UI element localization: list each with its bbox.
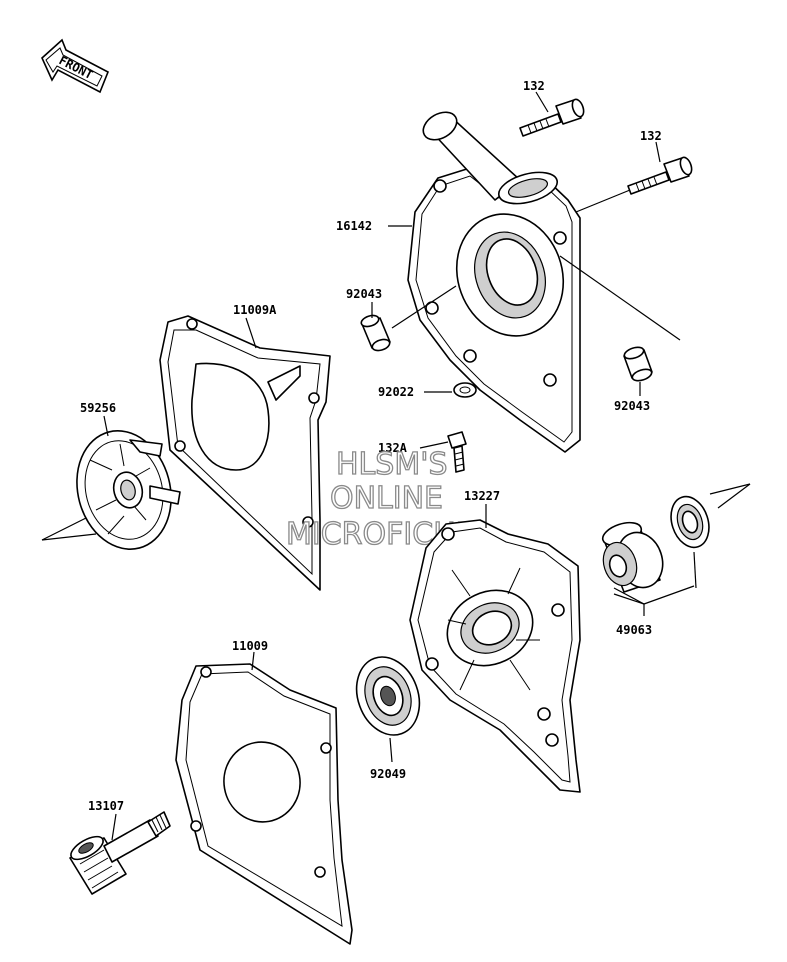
dowel-92043-left	[360, 314, 391, 352]
housing-16142	[407, 111, 581, 453]
cover-13227	[409, 519, 581, 793]
bolt-132-right	[627, 156, 693, 195]
gasket-11009	[175, 663, 353, 945]
bearing-92049	[355, 656, 421, 736]
label-92043-left: 92043	[346, 287, 382, 301]
watermark-line1: HLSM'S	[336, 447, 448, 482]
bolt-132-top	[519, 98, 585, 137]
front-arrow-icon: FRONT	[41, 38, 110, 94]
label-16142: 16142	[336, 219, 372, 233]
label-92022: 92022	[378, 385, 414, 399]
label-132-right: 132	[640, 129, 662, 143]
screw-132a	[447, 431, 467, 473]
dowel-92043-right	[623, 346, 653, 382]
seal-49063-large	[601, 521, 664, 593]
label-11009: 11009	[232, 639, 268, 653]
label-92043-right: 92043	[614, 399, 650, 413]
label-13107: 13107	[88, 799, 124, 813]
watermark-line2: ONLINE	[330, 481, 443, 516]
shaft-13107	[69, 811, 171, 895]
washer-92022	[453, 382, 477, 398]
label-132-top: 132	[523, 79, 545, 93]
label-92049: 92049	[370, 767, 406, 781]
label-132a: 132A	[378, 441, 408, 455]
gasket-11009a	[159, 315, 331, 591]
watermark: HLSM'S ONLINE MICROFICHE	[285, 446, 475, 552]
label-13227: 13227	[464, 489, 500, 503]
label-49063: 49063	[616, 623, 652, 637]
impeller-59256	[76, 430, 181, 550]
label-11009a: 11009A	[233, 303, 277, 317]
seal-49063-small	[670, 495, 710, 549]
label-59256: 59256	[80, 401, 116, 415]
